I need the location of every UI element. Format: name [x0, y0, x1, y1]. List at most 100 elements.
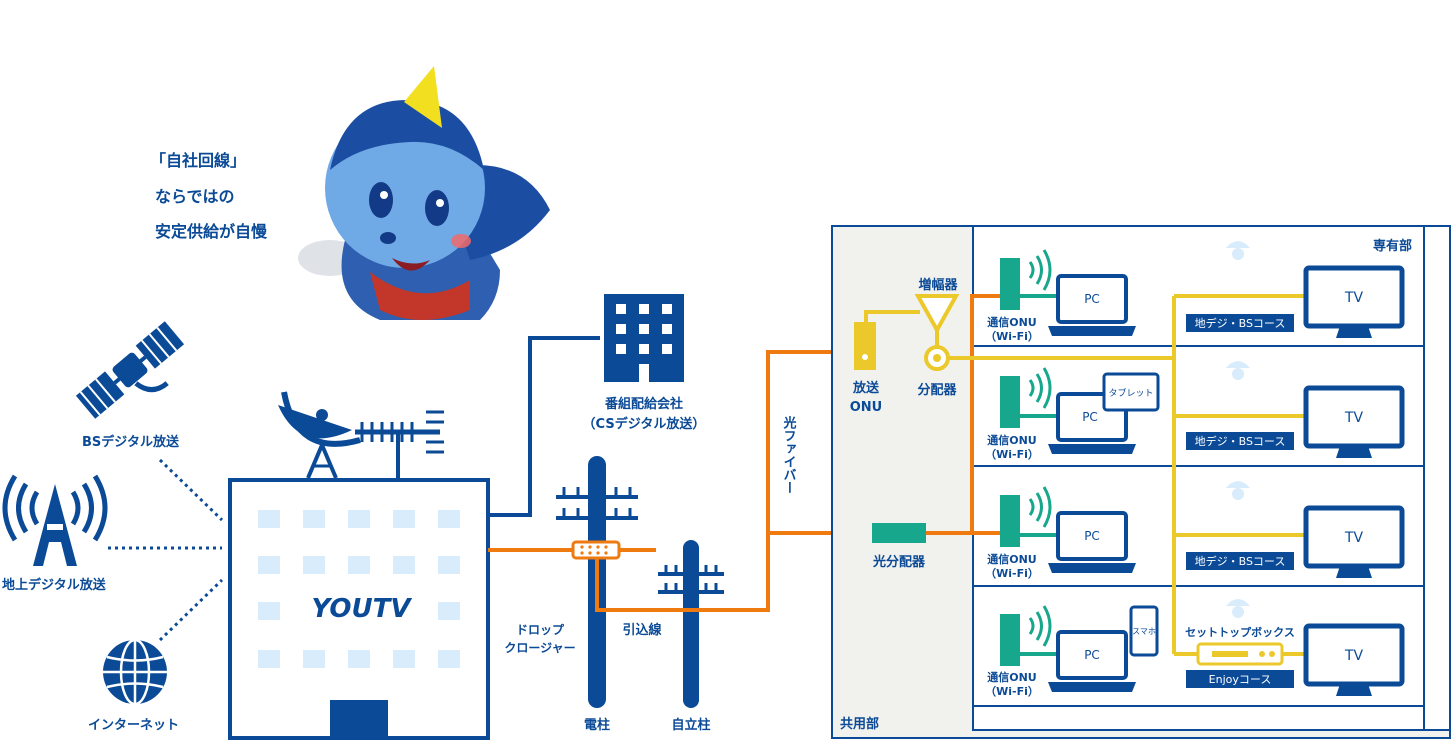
mascot-catchphrase-line-3: 安定供給が自慢 — [155, 222, 268, 241]
smartphone-label: スマホ — [1132, 627, 1156, 636]
tv-label-3: TV — [1344, 530, 1364, 546]
private-pole-label: 自立柱 — [671, 717, 710, 733]
unit-3: 通信ONU （Wi-Fi） PC TV 地デジ・BSコース — [985, 486, 1405, 580]
tablet-icon — [1102, 372, 1160, 412]
comm-onu-label-2-line-1: 通信ONU — [987, 433, 1037, 447]
unit-dividers — [973, 226, 1425, 730]
mascot-catchphrase-line-2: ならではの — [155, 187, 235, 206]
wifi-icon-2 — [1028, 367, 1052, 409]
ceiling-lamp-icon — [1226, 241, 1250, 618]
station-logo: YOUTV — [312, 594, 413, 624]
drop-closure-box — [571, 540, 621, 560]
station-windows — [258, 510, 460, 668]
course-label-4: Enjoyコース — [1209, 673, 1272, 686]
wifi-icon-1 — [1028, 249, 1052, 291]
mascot-catchphrase-line-1: 「自社回線」 — [150, 151, 246, 170]
comm-onu-label-2-line-2: （Wi-Fi） — [985, 448, 1039, 461]
pc-label-1: PC — [1084, 292, 1100, 306]
comm-onu-label-4-line-2: （Wi-Fi） — [985, 685, 1039, 698]
comm-onu-3 — [1000, 495, 1020, 547]
tv-stand-3 — [1336, 566, 1372, 578]
fiber-label: 光ファイバー — [781, 415, 798, 494]
course-badge-2 — [1186, 432, 1294, 450]
unit-4: 通信ONU （Wi-Fi） PC スマホ セットトップボックス TV Enjoy… — [985, 605, 1405, 698]
comm-onu-label-3-line-1: 通信ONU — [987, 552, 1037, 566]
splitter-riser-line — [970, 294, 1000, 533]
tv-stand-2 — [1336, 446, 1372, 458]
unit-2: 通信ONU （Wi-Fi） PC タブレット TV 地デジ・BSコース — [985, 367, 1405, 461]
smartphone-icon — [1129, 605, 1159, 657]
comm-onu-label-4-line-1: 通信ONU — [987, 670, 1037, 684]
station-logo-backdrop — [296, 590, 426, 626]
pc-keyboard-1 — [1048, 326, 1136, 336]
course-badge-4 — [1186, 670, 1294, 688]
tv-label-4: TV — [1344, 648, 1364, 664]
drop-closure-label-line-1: ドロップ — [516, 622, 565, 637]
course-label-1: 地デジ・BSコース — [1195, 316, 1286, 330]
course-label-2: 地デジ・BSコース — [1195, 434, 1286, 448]
comm-onu-label-1-line-2: （Wi-Fi） — [985, 330, 1039, 343]
distributor-label: 分配器 — [917, 382, 957, 398]
terrestrial-broadcast-label: 地上デジタル放送 — [2, 577, 107, 593]
station-door — [330, 700, 388, 738]
comm-onu-label-1-line-1: 通信ONU — [987, 315, 1037, 329]
coax-branch-lines — [1174, 294, 1308, 656]
broadcast-onu — [854, 322, 876, 370]
optical-splitter-label: 光分配器 — [872, 554, 926, 570]
unit-1: 通信ONU （Wi-Fi） PC TV 地デジ・BSコース — [985, 249, 1405, 343]
globe-icon — [103, 638, 167, 706]
tv-label-1: TV — [1344, 290, 1364, 306]
pc-label-4: PC — [1084, 648, 1100, 662]
programmer-label-line-2: （CSデジタル放送） — [583, 416, 706, 432]
private-area-label: 専有部 — [1373, 238, 1412, 254]
programmer-connection-line — [488, 336, 600, 517]
wifi-icon-3 — [1028, 486, 1052, 528]
programmer-label-line-1: 番組配給会社 — [604, 396, 683, 412]
pc-keyboard-4 — [1048, 682, 1136, 692]
pc-keyboard-3 — [1048, 563, 1136, 573]
utility-pole-label: 電柱 — [584, 717, 610, 733]
internet-signal-line — [158, 578, 224, 642]
uhf-antenna-icon — [355, 410, 444, 478]
comm-onu-label-3-line-2: （Wi-Fi） — [985, 567, 1039, 580]
mascot-character — [298, 66, 550, 320]
course-badge-1 — [1186, 314, 1294, 332]
comm-onu-2 — [1000, 376, 1020, 428]
common-area-label: 共用部 — [840, 716, 879, 732]
drop-wire-line — [595, 350, 858, 612]
satellite-dish-icon — [278, 391, 361, 479]
amplifier-label: 増幅器 — [918, 277, 958, 293]
set-top-box-icon — [1196, 642, 1284, 666]
broadcast-onu-indicator — [862, 354, 868, 360]
satellite-icon — [75, 321, 185, 419]
broadcast-tower-icon — [2, 474, 108, 566]
tv-label-2: TV — [1344, 410, 1364, 426]
tv-stand-1 — [1336, 326, 1372, 338]
drop-closure-label-line-2: クロージャー — [504, 641, 575, 655]
broadcast-onu-label-line-1: 放送 — [852, 380, 880, 396]
internet-label: インターネット — [88, 718, 179, 733]
pc-label-3: PC — [1084, 529, 1100, 543]
stb-label: セットトップボックス — [1185, 625, 1295, 639]
bs-signal-line — [158, 458, 224, 522]
pc-icon-1 — [1056, 274, 1128, 324]
tablet-label: タブレット — [1108, 387, 1153, 399]
course-badge-3 — [1186, 552, 1294, 570]
amplifier-icon — [914, 294, 960, 335]
course-label-3: 地デジ・BSコース — [1195, 554, 1286, 568]
bs-broadcast-label: BSデジタル放送 — [82, 434, 180, 450]
pc-icon-3 — [1056, 511, 1128, 561]
office-building-icon — [604, 294, 684, 382]
comm-onu-1 — [1000, 258, 1020, 310]
tv-stand-4 — [1336, 684, 1372, 696]
pc-icon-4 — [1056, 630, 1128, 680]
optical-splitter — [872, 523, 926, 543]
wifi-icon-4 — [1028, 605, 1052, 647]
comm-onu-4 — [1000, 614, 1020, 666]
drop-wire-label: 引込線 — [622, 622, 662, 638]
onu-to-amplifier-line — [864, 310, 920, 322]
private-pole — [658, 540, 724, 708]
distributor-core — [933, 354, 941, 362]
broadcast-onu-label-line-2: ONU — [850, 400, 883, 415]
